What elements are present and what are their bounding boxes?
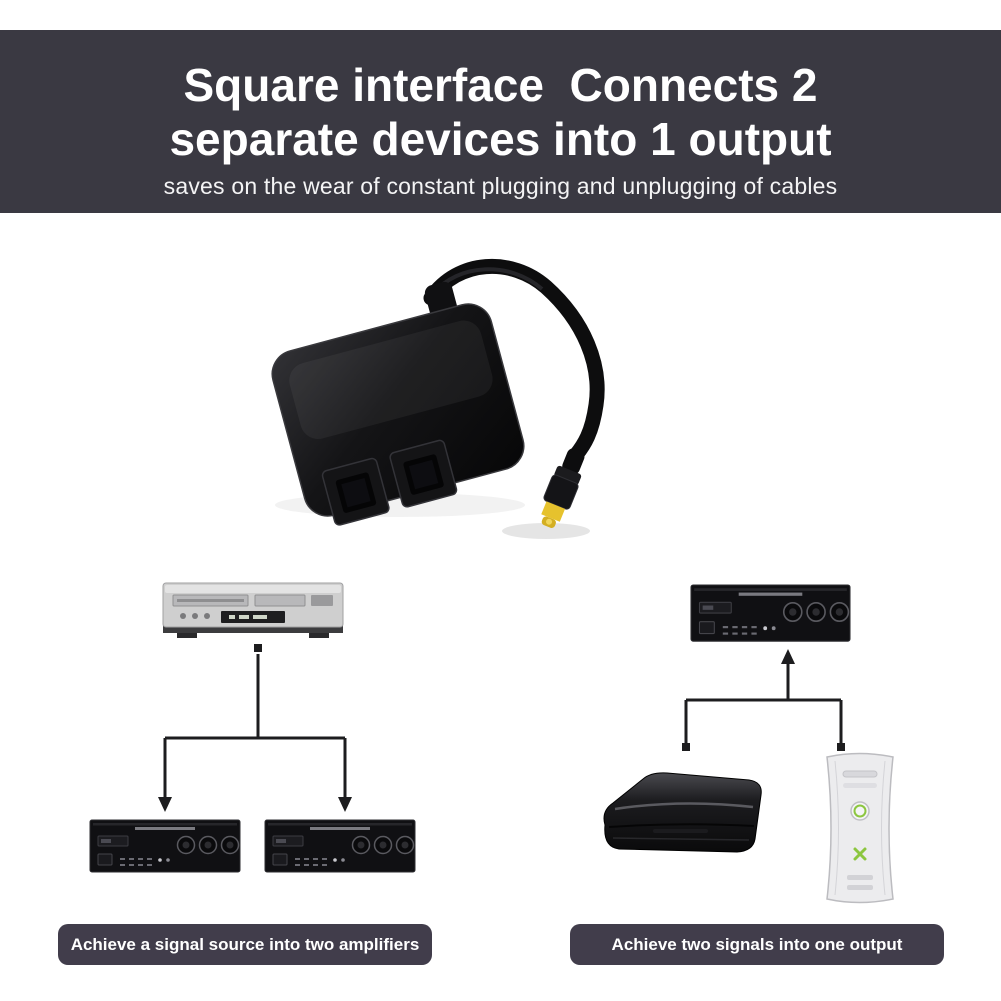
toslink-port-left [321,457,390,526]
banner-subtitle: saves on the wear of constant plugging a… [163,173,838,199]
toslink-connector [541,448,585,528]
toslink-port-right [389,439,458,508]
banner-title-line2: separate devices into 1 output [169,113,832,165]
amplifier-output [690,584,851,642]
caption-right: Achieve two signals into one output [570,924,944,965]
junction-node [837,743,845,751]
xbox-console [826,752,894,904]
arrow-up-icon [781,649,795,664]
xbox-power-ring [853,804,867,818]
connection-lines-right [684,662,843,745]
junction-node [254,644,262,652]
amplifier-left-1 [89,819,241,873]
arrow-down-icon [158,797,172,812]
dvd-player [162,582,344,638]
ps3-console [603,772,762,853]
banner-title-line1: Square interface Connects 2 [183,59,818,111]
amplifier-left-2 [264,819,416,873]
diagram-source-to-two-amplifiers [89,582,416,873]
arrow-down-icon [338,797,352,812]
product-photo-optical-splitter [271,258,605,539]
diagram-two-signals-to-one-output [603,584,894,904]
connector-tip [541,501,566,522]
junction-node [682,743,690,751]
connection-lines-left [163,654,347,799]
caption-left: Achieve a signal source into two amplifi… [58,924,432,965]
connector-shadow [502,523,590,539]
xbox-x-logo [853,847,867,861]
splitter-body [271,281,525,526]
